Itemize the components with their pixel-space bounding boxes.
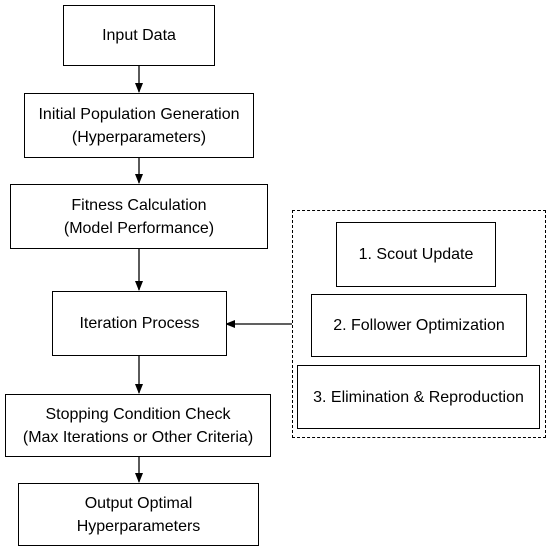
iteration-process-box: Iteration Process (52, 291, 227, 356)
fitness-calculation-box: Fitness Calculation (Model Performance) (10, 184, 268, 249)
stopping-condition-box: Stopping Condition Check (Max Iterations… (5, 394, 271, 457)
fitness-calculation-subtitle: (Model Performance) (63, 219, 215, 237)
scout-update-label: 1. Scout Update (358, 246, 474, 263)
stopping-condition-subtitle: (Max Iterations or Other Criteria) (22, 428, 254, 446)
follower-optimization-box: 2. Follower Optimization (311, 294, 527, 357)
iteration-process-label: Iteration Process (79, 315, 200, 332)
input-data-label: Input Data (102, 27, 176, 44)
initial-population-box: Initial Population Generation (Hyperpara… (24, 93, 254, 158)
scout-update-box: 1. Scout Update (336, 222, 496, 287)
output-title: Output Optimal (84, 494, 193, 512)
elimination-reproduction-box: 3. Elimination & Reproduction (297, 365, 540, 429)
fitness-calculation-title: Fitness Calculation (71, 196, 207, 214)
output-subtitle: Hyperparameters (76, 517, 201, 535)
optimization-steps-group (292, 210, 546, 438)
stopping-condition-title: Stopping Condition Check (45, 405, 231, 423)
output-box: Output Optimal Hyperparameters (18, 483, 259, 546)
initial-population-title: Initial Population Generation (38, 105, 240, 123)
follower-optimization-label: 2. Follower Optimization (333, 317, 505, 334)
elimination-reproduction-label: 3. Elimination & Reproduction (313, 388, 524, 406)
initial-population-subtitle: (Hyperparameters) (71, 128, 207, 146)
input-data-box: Input Data (63, 5, 215, 66)
